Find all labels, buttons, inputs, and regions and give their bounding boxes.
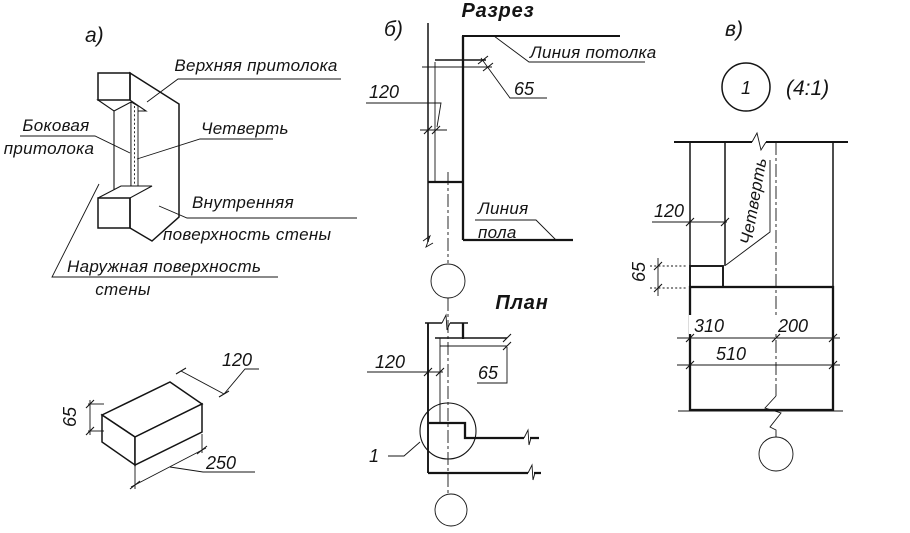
callout-inner-surface-text1: Внутренняя xyxy=(192,193,294,212)
ceiling-line-label: Линия потолка xyxy=(529,43,657,62)
plan-title: План xyxy=(495,292,548,314)
callout-outer-surface-text1: Наружная поверхность xyxy=(67,257,261,276)
v-dim-200: 200 xyxy=(777,316,808,336)
top-lintel-brick-face xyxy=(97,72,131,101)
side-jamb-face xyxy=(113,101,132,196)
sill-top-face xyxy=(97,185,153,199)
callout-outer-surface-text2: стены xyxy=(95,280,151,299)
v-quarter-label-leader xyxy=(725,160,771,266)
section-axis-circle xyxy=(430,263,466,299)
callout-side-lintel-leader xyxy=(20,135,131,154)
brick-length-dim: 250 xyxy=(205,453,236,473)
detail-number-circle xyxy=(721,62,771,112)
callout-inner-surface-text2: поверхность стены xyxy=(163,225,332,244)
callout-side-lintel-text1: Боковая xyxy=(22,116,89,135)
v-dim-gap-200 xyxy=(775,315,812,334)
callout-top-lintel-leader xyxy=(146,78,341,103)
brick-side-face xyxy=(134,402,203,467)
plan-detail-mark: 1 xyxy=(369,446,379,466)
callout-inner-surface-leader xyxy=(158,205,357,219)
floor-line-leader xyxy=(475,219,557,241)
section-wall-break-mark xyxy=(422,234,434,248)
v-dim-310: 310 xyxy=(694,316,724,336)
callout-side-lintel-text2: притолока xyxy=(4,139,95,158)
plan-right-break-2 xyxy=(527,463,536,481)
bottom-block-brick-face xyxy=(97,197,131,229)
v-wall-dim-ticks xyxy=(685,217,730,227)
v-dim-ticks-510 xyxy=(685,360,838,370)
callout-top-lintel-text: Верхняя притолока xyxy=(174,56,337,75)
plan-top-break-mark xyxy=(441,313,451,331)
v-quarter-brick xyxy=(689,265,724,288)
ceiling-line-leader xyxy=(493,35,645,63)
section-quarter-dim-leader xyxy=(480,57,547,99)
brick-l-leader xyxy=(169,466,255,473)
plan-quarter-dim: 65 xyxy=(478,363,499,383)
v-top-break-mark xyxy=(751,131,767,152)
v-axis-circle xyxy=(758,436,794,472)
panel-a-tag: а) xyxy=(85,24,104,47)
panel-b-section: б) Разрез Линия потолка 65 120 Линия пол… xyxy=(366,0,657,299)
section-title: Разрез xyxy=(461,0,534,22)
v-dim-510: 510 xyxy=(716,344,746,364)
brick-height-dim: 65 xyxy=(60,406,80,427)
plan-right-break-1 xyxy=(523,428,532,446)
v-quarter-label: Четверть xyxy=(737,156,771,246)
brick-w-leader xyxy=(223,368,259,395)
v-dim-gap-310 xyxy=(689,315,729,334)
floor-line-label-1: Линия xyxy=(477,199,529,218)
plan-quarter-corner xyxy=(429,421,539,440)
detail-number: 1 xyxy=(741,78,751,98)
brick-w-dimline xyxy=(180,370,225,395)
plan-wall-dim-ticks xyxy=(423,367,445,377)
panel-b-plan: План 120 65 1 xyxy=(367,292,548,527)
v-wall-dim: 120 xyxy=(654,201,684,221)
callout-quarter-leader xyxy=(136,138,273,160)
plan-quarter-dim-bracket xyxy=(477,347,508,384)
section-quarter-dim: 65 xyxy=(514,79,535,99)
v-wall-mass xyxy=(688,285,835,412)
callout-outer-surface-leader xyxy=(51,183,278,278)
section-quarter-dim-ticks xyxy=(477,55,494,72)
panel-v-detail: в) 1 (4:1) Четверть 120 65 xyxy=(629,18,848,472)
plan-detail-leader xyxy=(388,441,421,457)
v-quarter-depth-dim: 65 xyxy=(629,261,649,282)
section-wall-dim-ticks xyxy=(423,125,441,135)
detail-scale: (4:1) xyxy=(786,77,829,100)
v-dim-ticks-310-200 xyxy=(685,333,838,343)
plan-wall-dim: 120 xyxy=(375,352,405,372)
brick-l-ticks xyxy=(129,445,208,490)
brick-width-dim: 120 xyxy=(222,350,252,370)
plan-detail-circle xyxy=(419,402,477,460)
brick-dimension-figure: 65 120 250 xyxy=(60,350,259,490)
plan-quarter-dim-ticks xyxy=(502,333,512,351)
v-dim-gap-510 xyxy=(711,344,752,362)
brick-h-ticks xyxy=(85,399,95,436)
brick-l-dimline xyxy=(130,447,207,488)
panel-a-axonometric: а) Верхняя притолока Боковая притолока Ч… xyxy=(4,24,357,299)
callout-quarter-text: Четверть xyxy=(201,119,289,138)
v-quarter-depth-ticks xyxy=(653,261,663,293)
plan-axis-circle xyxy=(434,493,468,527)
panel-b-tag: б) xyxy=(384,18,403,41)
floor-line-label-2: пола xyxy=(478,223,517,242)
section-wall-dim-leader xyxy=(366,102,442,128)
panel-v-tag: в) xyxy=(725,18,743,41)
v-axis-break-mark xyxy=(764,395,782,437)
section-wall-dim: 120 xyxy=(369,82,399,102)
